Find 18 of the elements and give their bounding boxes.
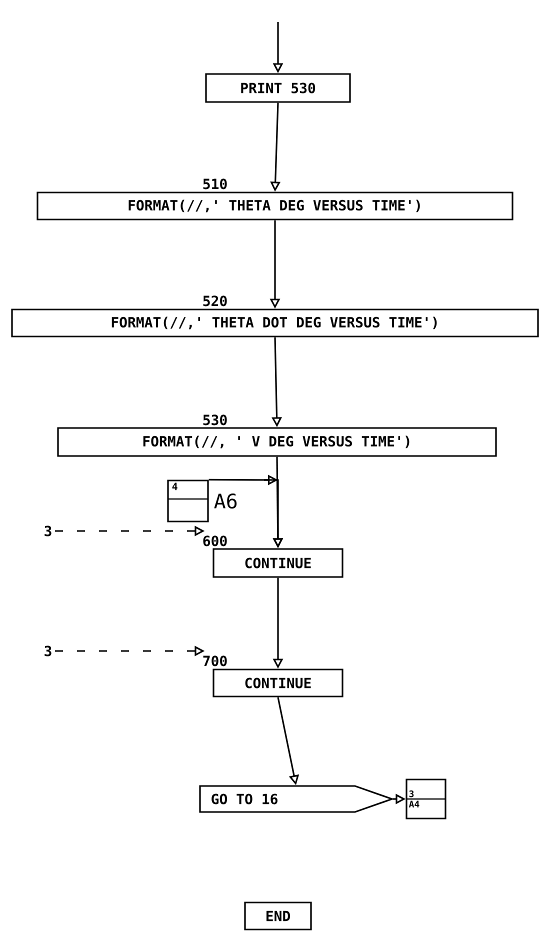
statement-number: 600 [203,536,227,546]
connector-box: 3 A4 [406,778,446,820]
connector-number: 3 [44,646,52,656]
statement-number: 520 [203,296,227,306]
statement-box: FORMAT(//,' THETA DOT DEG VERSUS TIME') [11,308,539,338]
goto-box: GO TO 16 [199,785,394,813]
statement-box: FORMAT(//,' THETA DEG VERSUS TIME') [36,192,514,220]
statement-box: CONTINUE [212,668,344,698]
connector-label: A6 [214,493,237,509]
statement-number: 510 [203,178,227,190]
statement-number: 530 [203,414,227,426]
statement-box: FORMAT(//, ' V DEG VERSUS TIME') [57,427,497,457]
connector-number: 3 [44,526,52,536]
statement-number: 700 [203,656,227,666]
connector-box: 4 [167,480,209,522]
statement-box: PRINT 530 [205,73,351,103]
statement-box: END [244,902,312,930]
statement-box: CONTINUE [212,548,344,578]
